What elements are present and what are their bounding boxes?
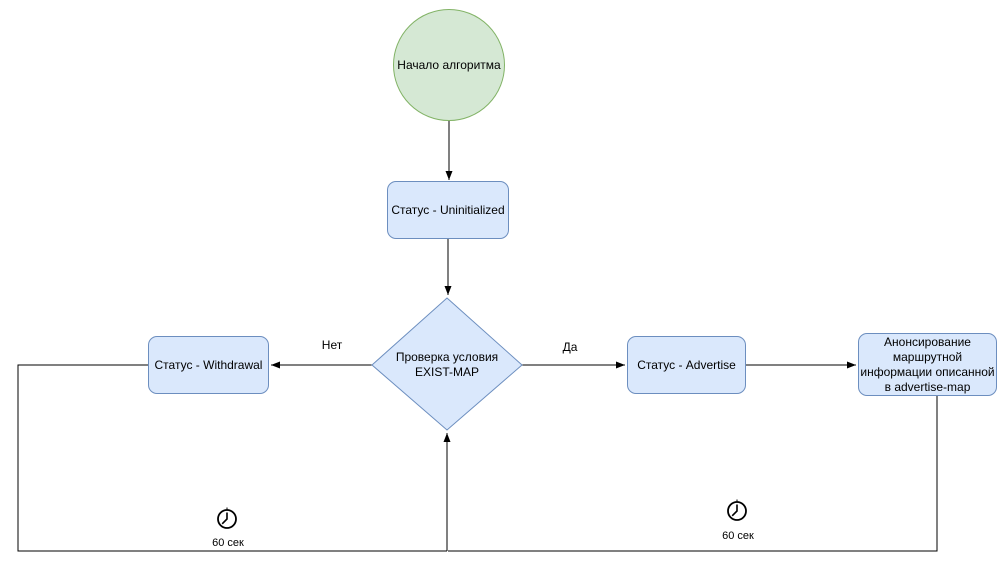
edge-withdrawal-loop[interactable]	[17, 364, 447, 552]
node-uninitialized[interactable]: Статус - Uninitialized	[387, 181, 509, 239]
edge-label-yes: Да	[560, 340, 580, 354]
timer-label-left: 60 сек	[210, 537, 246, 549]
node-start-label: Начало алгоритма	[397, 57, 501, 72]
node-withdrawal[interactable]: Статус - Withdrawal	[148, 336, 269, 394]
timer-label-right: 60 сек	[720, 530, 756, 542]
edge-announce-loop[interactable]	[448, 396, 938, 552]
node-decision[interactable]	[371, 297, 523, 431]
node-announce-line3: информации описанной	[860, 364, 995, 379]
node-decision-label: Проверка условия EXIST-MAP	[372, 350, 522, 380]
edge-label-no: Нет	[319, 338, 345, 352]
decision-label-line1: Проверка условия	[395, 350, 499, 364]
clock-icon	[217, 507, 237, 529]
node-announce[interactable]: Анонсирование маршрутной информации опис…	[858, 333, 997, 396]
node-announce-line2: маршрутной	[892, 349, 963, 364]
node-advertise[interactable]: Статус - Advertise	[627, 336, 746, 394]
clock-icon	[727, 499, 747, 521]
node-advertise-label: Статус - Advertise	[637, 357, 736, 372]
node-start[interactable]: Начало алгоритма	[393, 9, 505, 121]
node-announce-line1: Анонсирование	[884, 334, 971, 349]
decision-label-line2: EXIST-MAP	[414, 365, 479, 379]
node-uninitialized-label: Статус - Uninitialized	[391, 202, 505, 217]
node-announce-line4: в advertise-map	[884, 379, 971, 394]
node-withdrawal-label: Статус - Withdrawal	[154, 357, 263, 372]
